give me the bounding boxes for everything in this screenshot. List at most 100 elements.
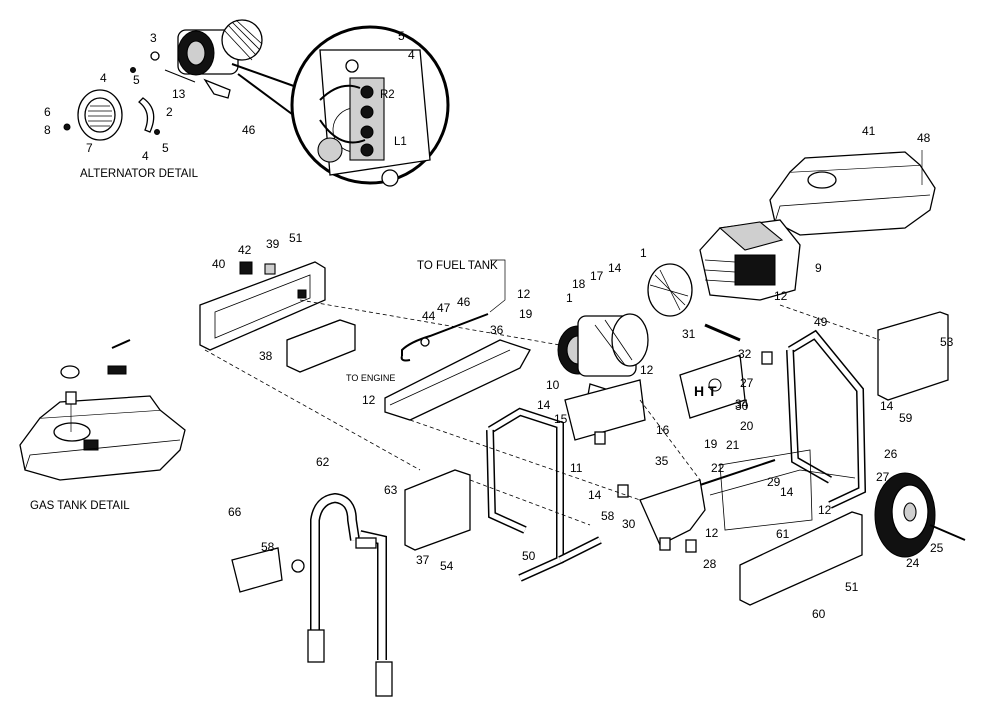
magnified-terminal-view: R2 L1: [290, 25, 450, 187]
alternator-detail-caption: ALTERNATOR DETAIL: [80, 168, 199, 180]
part-label: 44: [422, 309, 436, 323]
handle-grip: [307, 629, 325, 663]
part-label: 1: [566, 291, 573, 305]
part-label: 49: [814, 315, 828, 329]
fuel-tank: [769, 150, 936, 236]
part-labels: 3 4 5 2 13 6 8 7 4 5 5 4 46 41 48 1 9 14…: [44, 29, 954, 621]
engine: [647, 219, 801, 317]
part-label: 46: [457, 295, 471, 309]
fuel-cap: [60, 365, 80, 379]
receptacle: [239, 261, 253, 275]
part-label: 14: [537, 398, 551, 412]
part-label: 16: [656, 423, 670, 437]
wheel: [874, 472, 966, 558]
fuel-strainer: [65, 391, 77, 405]
part-label: 58: [261, 540, 275, 554]
frame: [486, 329, 867, 582]
part-label: 5: [398, 29, 405, 43]
part-label: 39: [266, 237, 280, 251]
part-label: 46: [242, 123, 256, 137]
part-label: 21: [726, 438, 740, 452]
part-label: 12: [640, 363, 654, 377]
part-label: 12: [818, 503, 832, 517]
foot-plate-right: [739, 511, 863, 606]
part-label: 19: [704, 437, 718, 451]
part-label: 7: [86, 141, 93, 155]
part-label: 27: [740, 376, 754, 390]
control-panel: [199, 261, 356, 373]
gas-tank-detail: GAS TANK DETAIL: [19, 339, 186, 512]
base-rail: [719, 449, 813, 531]
handle-bracket: [231, 547, 283, 593]
muffler: H T: [679, 323, 746, 419]
part-label: 19: [519, 307, 533, 321]
part-label: 47: [437, 301, 451, 315]
rear-mount: [639, 479, 706, 546]
part-label: 11: [570, 461, 583, 475]
part-label: 1: [640, 246, 647, 260]
part-label: 62: [316, 455, 330, 469]
part-label: 41: [862, 124, 876, 138]
side-plate: [877, 311, 949, 401]
part-label: 40: [212, 257, 226, 271]
part-label: 12: [774, 289, 788, 303]
to-engine-caption: TO ENGINE: [346, 373, 395, 383]
part-label: 30: [622, 517, 636, 531]
part-label: 26: [884, 447, 898, 461]
part-label: 5: [133, 73, 140, 87]
to-fuel-tank-caption: TO FUEL TANK: [417, 260, 498, 272]
bracket-part: [138, 97, 155, 133]
part-label: 58: [601, 509, 615, 523]
part-label: 53: [940, 335, 954, 349]
part-label: 9: [815, 261, 822, 275]
part-label: 8: [44, 123, 51, 137]
part-label: 36: [490, 323, 504, 337]
part-label: 2: [166, 105, 173, 119]
r2-terminal-mark: R2: [380, 89, 395, 101]
part-label: 50: [522, 549, 536, 563]
heat-shield: [384, 339, 531, 421]
part-label: 25: [930, 541, 944, 555]
part-label: 30: [735, 399, 749, 413]
part-label: 10: [546, 378, 560, 392]
part-label: 18: [572, 277, 586, 291]
alternator-detail: R2 L1 ALTERNATOR DETAIL: [63, 19, 450, 187]
motor-mount: [564, 379, 646, 441]
part-label: 51: [289, 231, 303, 245]
part-label: 12: [705, 526, 719, 540]
part-label: 5: [162, 141, 169, 155]
l1-terminal-mark: L1: [394, 136, 407, 148]
part-label: 3: [150, 31, 157, 45]
breaker: [264, 263, 276, 275]
part-label: 63: [384, 483, 398, 497]
battery: [286, 319, 356, 373]
alternator-assembly: [164, 19, 263, 99]
part-label: 42: [238, 243, 252, 257]
screw: [150, 51, 160, 61]
part-label: 4: [100, 71, 107, 85]
part-label: 29: [767, 475, 781, 489]
part-label: 60: [812, 607, 826, 621]
part-label: 59: [899, 411, 913, 425]
part-label: 4: [142, 149, 149, 163]
part-label: 54: [440, 559, 454, 573]
part-label: 66: [228, 505, 242, 519]
part-label: 22: [711, 461, 725, 475]
part-label: 48: [917, 131, 931, 145]
part-label: 32: [738, 347, 752, 361]
part-label: 34: [735, 397, 749, 411]
part-label: 37: [416, 553, 430, 567]
part-label: 14: [780, 485, 794, 499]
fuel-gauge: [107, 365, 127, 375]
part-label: 14: [880, 399, 894, 413]
part-label: 27: [876, 470, 890, 484]
part-label: 31: [682, 327, 696, 341]
fuel-line: [400, 259, 506, 362]
foot-plate-left: [404, 469, 471, 551]
part-label: 15: [554, 412, 568, 426]
alternator-end-cover: [77, 89, 123, 141]
part-label: 28: [703, 557, 717, 571]
gas-tank-detail-caption: GAS TANK DETAIL: [30, 500, 130, 512]
part-label: 14: [588, 488, 602, 502]
